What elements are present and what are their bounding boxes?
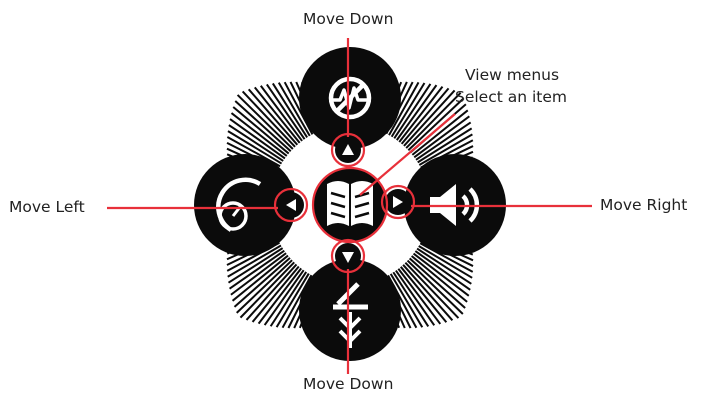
label-right: Move Right (600, 195, 687, 215)
arrow-left-button[interactable] (278, 192, 304, 218)
label-left: Move Left (9, 197, 85, 217)
label-top: Move Down (303, 9, 393, 29)
arrow-up-button[interactable] (335, 137, 361, 163)
bottom-button[interactable] (299, 259, 401, 361)
label-center-line1: View menus (465, 65, 559, 85)
arrow-right-button[interactable] (385, 189, 411, 215)
arrow-down-button[interactable] (335, 243, 361, 269)
label-center-line2: Select an item (455, 87, 567, 107)
label-bottom: Move Down (303, 374, 393, 394)
